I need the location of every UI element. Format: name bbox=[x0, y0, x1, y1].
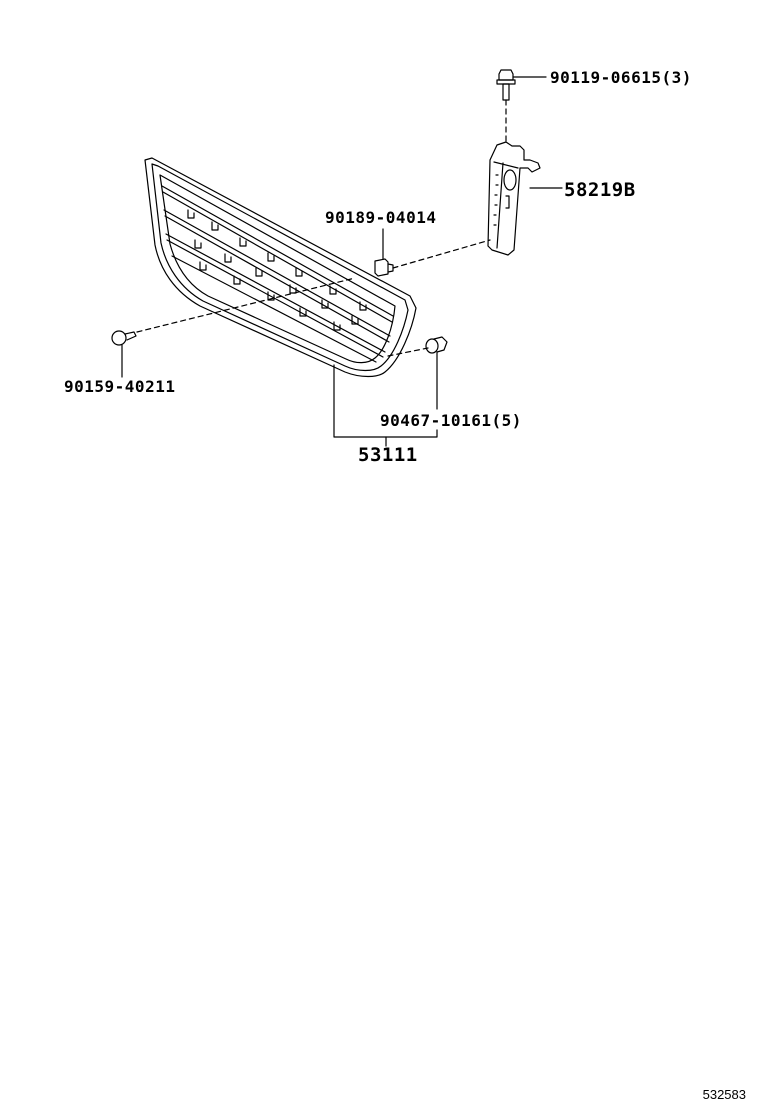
part-label-bolt: 90119-06615(3) bbox=[550, 68, 692, 87]
bracket-58219b bbox=[487, 141, 541, 256]
part-label-bracket: 58219B bbox=[564, 179, 636, 201]
clip-90467-10161 bbox=[425, 336, 448, 354]
part-label-grille: 53111 bbox=[358, 444, 418, 466]
clip-nut-90189-04014 bbox=[374, 258, 394, 277]
screw-90159-40211 bbox=[111, 330, 137, 346]
bolt-90119-06615 bbox=[496, 69, 516, 101]
figure-id: 532583 bbox=[702, 1087, 746, 1102]
part-label-screw: 90159-40211 bbox=[64, 377, 176, 396]
part-label-clip: 90467-10161(5) bbox=[380, 411, 522, 430]
grille-53111 bbox=[144, 157, 417, 378]
part-label-clip-nut: 90189-04014 bbox=[325, 208, 437, 227]
